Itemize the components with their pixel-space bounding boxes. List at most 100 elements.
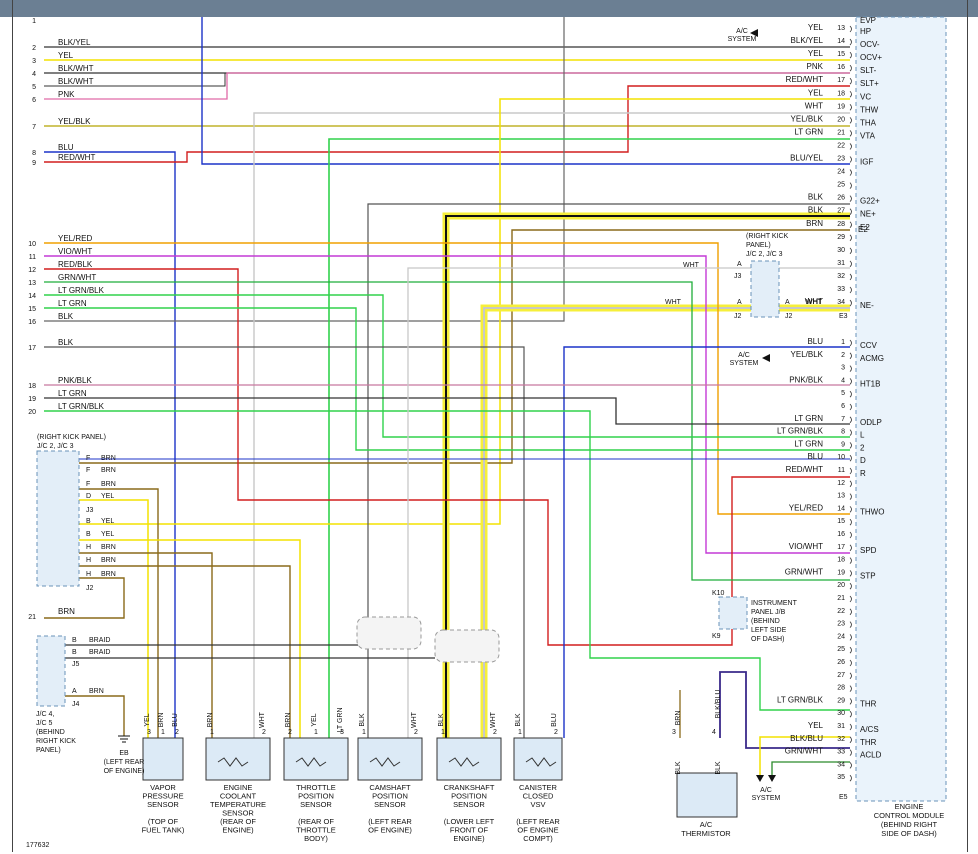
component-name: (TOP OF <box>148 817 179 826</box>
component-pin: 1 <box>161 729 165 736</box>
ecm-pin-label: NE- <box>860 301 874 310</box>
wire-wht-cam <box>407 267 850 738</box>
ecm-pin-number: 25 <box>837 646 845 653</box>
component-pin: 2 <box>493 729 497 736</box>
component-name: TEMPERATURE <box>210 800 266 809</box>
component-box <box>357 737 423 781</box>
ecm-wire-color: GRN/WHT <box>785 567 823 576</box>
jc-pin: H <box>86 544 91 551</box>
ecm-pin-connector <box>849 403 852 411</box>
jc-right-title: PANEL) <box>746 242 771 249</box>
ecm-pin-number: 15 <box>837 51 845 58</box>
ecm-pin-number: 32 <box>837 736 845 743</box>
ecm-pin-number: 3 <box>841 365 845 372</box>
component-name: POSITION <box>372 792 408 801</box>
component-name: COOLANT <box>220 792 257 801</box>
jc-wire-color: BRN <box>101 481 116 488</box>
ecm-pin-label: THWO <box>860 507 884 516</box>
component-pin: 4 <box>712 729 716 736</box>
left-wire-number: 7 <box>32 124 36 131</box>
ecm-wire-color: BLU/YEL <box>790 154 823 163</box>
shield-crankshaft <box>434 629 500 663</box>
ecm-pin-number: 31 <box>837 260 845 267</box>
component-name: SENSOR <box>453 800 485 809</box>
wire-grn-wht-acld <box>771 761 850 775</box>
ecm-title: (BEHIND RIGHT <box>881 820 938 829</box>
ipjb-label: (BEHIND <box>751 618 780 625</box>
wire-blk-17 <box>44 346 525 738</box>
ecm-pin-label: ACMG <box>860 354 884 363</box>
ground-label: (LEFT REAR <box>104 759 145 766</box>
ecm-pin-number: 22 <box>837 608 845 615</box>
ecm-title: CONTROL MODULE <box>874 811 945 820</box>
ecm-pin-label: IGF <box>860 158 873 167</box>
component-name: SENSOR <box>222 809 254 818</box>
jc-connector-id: J4 <box>72 701 80 708</box>
left-wire-number: 12 <box>28 267 36 274</box>
ecm-pin-connector <box>849 506 852 513</box>
ipjb-id: K9 <box>712 633 721 640</box>
component-wire-color: BLK <box>715 761 722 775</box>
left-wire-number: 5 <box>32 84 36 91</box>
component-name: SENSOR <box>300 800 332 809</box>
ac-system-label: SYSTEM <box>752 795 781 802</box>
ecm-pin-connector <box>849 378 852 385</box>
ipjb-id: K10 <box>712 590 725 597</box>
ecm-pin-number: 32 <box>837 273 845 280</box>
component-name: (LOWER LEFT <box>444 817 495 826</box>
wire-brn-tps <box>60 565 291 738</box>
component-name: CANISTER <box>519 783 558 792</box>
jc-pin: F <box>86 455 90 462</box>
ecm-pin-number: 21 <box>837 129 845 136</box>
wire-blk-g22 <box>367 203 850 738</box>
diagram-frame <box>12 0 968 852</box>
component-name: CRANKSHAFT <box>444 783 495 792</box>
ground-label: EB <box>119 750 129 757</box>
wire-red-wht <box>44 85 850 163</box>
component-name: CLOSED <box>523 792 554 801</box>
jc-right-title: J/C 2, J/C 3 <box>746 251 783 258</box>
left-wire-number: 15 <box>28 306 36 313</box>
ecm-pin-number: 13 <box>837 25 845 32</box>
ecm-pin-connector <box>849 634 852 641</box>
component-pin: 1 <box>362 729 366 736</box>
ecm-pin-connector <box>849 774 852 782</box>
ecm-wire-color: BRN <box>806 219 823 228</box>
ecm-pin-connector <box>849 51 852 59</box>
ipjb-box <box>718 596 748 630</box>
left-wire-number: 13 <box>28 280 36 287</box>
component-name: SENSOR <box>147 800 179 809</box>
component-pin: 2 <box>414 729 418 736</box>
left-wire-color: BLU <box>58 143 74 152</box>
jc-wire-color: BRN <box>101 544 116 551</box>
component-wire-color: BLK <box>675 761 682 775</box>
ecm-pin-connector <box>849 221 852 229</box>
ecm-pin-label: VC <box>860 92 871 101</box>
ecm-pin-connector <box>849 557 852 564</box>
ecm-pin-connector <box>849 454 852 462</box>
ecm-pin-connector <box>849 143 852 150</box>
ecm-wire-color: BLK/YEL <box>791 36 824 45</box>
wire-ltgrn-vta <box>328 138 850 738</box>
wire-brn-vapor <box>60 488 159 738</box>
jc-pin: A <box>785 299 790 306</box>
ecm-wire-color: YEL/RED <box>789 503 823 512</box>
ecm-pin-number: 25 <box>837 182 845 189</box>
jc-wire-color: BRN <box>101 467 116 474</box>
component-wire-color: BLU <box>551 713 558 727</box>
left-wire-number: 1 <box>32 18 36 25</box>
component-wire-color: YEL <box>311 713 318 726</box>
ecm-pin-connector <box>849 659 852 667</box>
ecm-pin-connector <box>849 685 852 692</box>
ecm-pin-number: 21 <box>837 595 845 602</box>
wire-ltgrn-blk-14 <box>44 294 850 438</box>
component-name: POSITION <box>298 792 334 801</box>
component-name: CAMSHAFT <box>369 783 411 792</box>
component-name: (REAR OF <box>220 817 256 826</box>
ac-system-label: A/C <box>738 352 750 359</box>
component-box <box>513 737 563 781</box>
ecm-pin-connector <box>849 38 852 46</box>
ecm-pin-connector <box>849 621 852 628</box>
jc-pin: H <box>86 571 91 578</box>
ecm-pin-connector <box>849 518 852 526</box>
